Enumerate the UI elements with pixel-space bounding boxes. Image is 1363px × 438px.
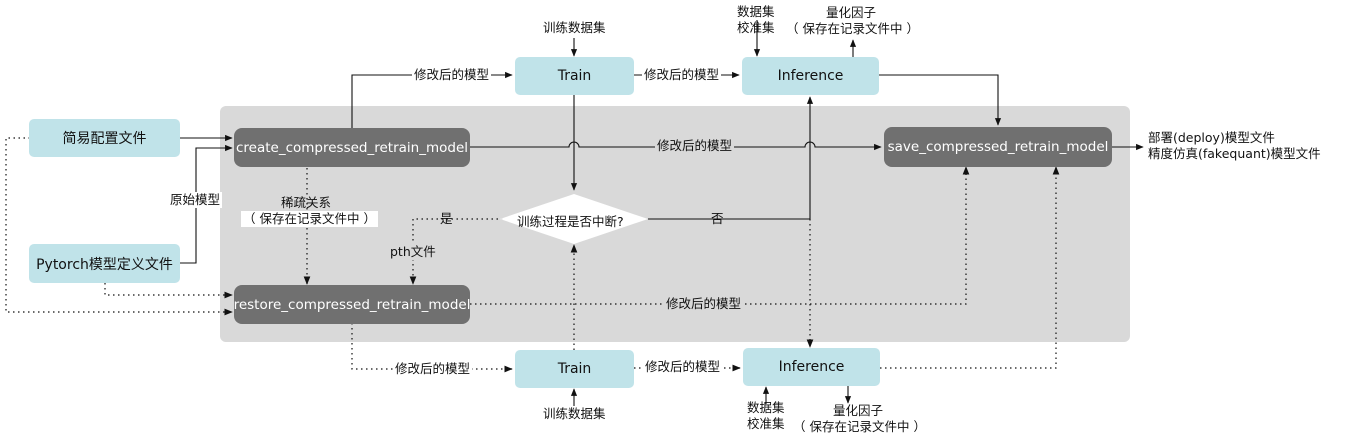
edge-restore-to-train-bottom bbox=[351, 323, 513, 373]
yes-label: 是 bbox=[440, 211, 453, 226]
saved-in-record-top-label: （ 保存在记录文件中 ） bbox=[786, 21, 919, 36]
modified-model-label-6: 修改后的模型 bbox=[643, 359, 723, 375]
pth-file-label: pth文件 bbox=[388, 244, 438, 260]
sparse-relation-label: 稀疏关系 bbox=[281, 195, 332, 210]
edge-inference-bottom-to-save bbox=[880, 166, 1060, 369]
train-dataset-bottom-label: 训练数据集 bbox=[543, 406, 606, 421]
decision-diamond bbox=[500, 194, 648, 244]
modified-model-label-4: 修改后的模型 bbox=[664, 296, 744, 312]
modified-model-label-5: 修改后的模型 bbox=[393, 361, 473, 377]
saved-in-record-mid-label: （ 保存在记录文件中 ） bbox=[241, 211, 378, 227]
dataset-bottom-label: 数据集 bbox=[747, 400, 785, 415]
calib-top-label: 校准集 bbox=[737, 20, 775, 35]
save-node: save_compressed_retrain_model bbox=[884, 127, 1112, 167]
saved-in-record-bottom-label: （ 保存在记录文件中 ） bbox=[793, 419, 926, 434]
create-node: create_compressed_retrain_model bbox=[234, 128, 470, 167]
modified-model-label-1: 修改后的模型 bbox=[412, 67, 492, 83]
simple-config-box: 简易配置文件 bbox=[29, 119, 180, 157]
dataset-top-label: 数据集 bbox=[737, 4, 775, 19]
pytorch-def-box: Pytorch模型定义文件 bbox=[29, 244, 180, 283]
inference-bottom-box: Inference bbox=[743, 348, 880, 386]
calib-bottom-label: 校准集 bbox=[747, 416, 785, 431]
train-bottom-box: Train bbox=[515, 350, 634, 388]
no-label: 否 bbox=[711, 211, 724, 226]
quant-factor-top-label: 量化因子 bbox=[826, 5, 877, 20]
inference-top-box: Inference bbox=[742, 57, 879, 95]
quant-factor-bottom-label: 量化因子 bbox=[833, 403, 884, 418]
train-top-box: Train bbox=[515, 57, 634, 95]
edge-config-to-restore bbox=[5, 137, 233, 316]
train-dataset-top-label: 训练数据集 bbox=[543, 20, 606, 35]
decision-label: 训练过程是否中断? bbox=[517, 214, 624, 229]
original-model-label: 原始模型 bbox=[168, 192, 223, 208]
edge-decision-yes bbox=[409, 218, 503, 285]
edge-restore-to-save bbox=[470, 166, 970, 305]
modified-model-label-3: 修改后的模型 bbox=[655, 138, 735, 154]
deploy-output-label: 部署(deploy)模型文件 bbox=[1148, 130, 1275, 145]
edge-pytorch-to-restore bbox=[104, 283, 233, 299]
fakequant-output-label: 精度仿真(fakequant)模型文件 bbox=[1148, 146, 1321, 161]
edge-inference-to-save bbox=[879, 74, 1002, 126]
modified-model-label-2: 修改后的模型 bbox=[642, 67, 722, 83]
restore-node: restore_compressed_retrain_model bbox=[234, 285, 470, 324]
